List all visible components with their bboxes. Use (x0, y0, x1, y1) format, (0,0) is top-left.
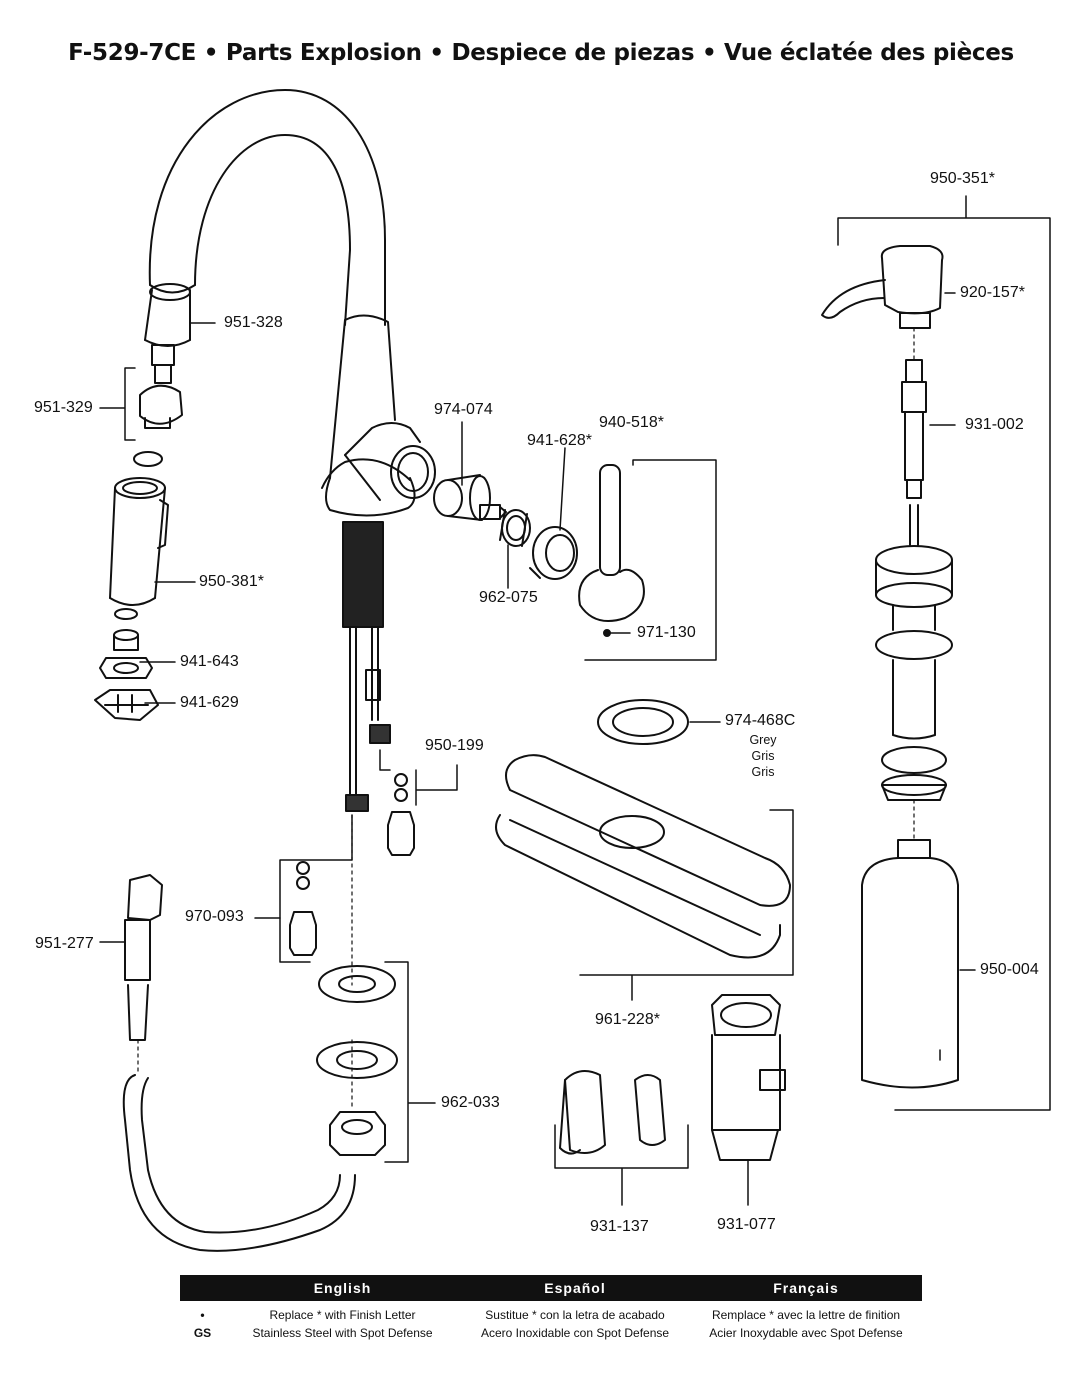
part-931-002 (901, 359, 927, 499)
part-920-157-pump-head (821, 245, 944, 329)
part-931-077-valve (711, 994, 786, 1161)
label-970-093: 970-093 (185, 908, 244, 925)
part-941-643 (99, 608, 153, 679)
label-931-002: 931-002 (965, 416, 1024, 433)
label-950-199: 950-199 (425, 737, 484, 754)
label-974-468C: 974-468C (725, 712, 796, 729)
legend-espanol: Acero Inoxidable con Spot Defense (480, 1326, 670, 1340)
label-941-643: 941-643 (180, 653, 239, 670)
page-title: F-529-7CE • Parts Explosion • Despiece d… (68, 40, 1014, 66)
part-951-328 (144, 283, 191, 347)
part-950-004-bottle (861, 839, 959, 1089)
label-950-381: 950-381* (199, 573, 264, 590)
faucet-body (321, 314, 436, 517)
part-974-468C (597, 699, 689, 745)
label-941-628: 941-628* (527, 432, 592, 449)
part-971-130-handle (578, 464, 645, 637)
part-951-329 (133, 344, 183, 467)
label-931-077: 931-077 (717, 1216, 776, 1233)
part-970-093 (289, 861, 317, 956)
label-941-629: 941-629 (180, 694, 239, 711)
part-941-628 (529, 526, 578, 580)
legend-francais: Remplace * avec la lettre de finition (711, 1308, 901, 1322)
label-962-075: 962-075 (479, 589, 538, 606)
leader-lines (99, 195, 1051, 1206)
legend-key: • (200, 1308, 205, 1322)
label-940-518: 940-518* (599, 414, 664, 431)
label-950-351: 950-351* (930, 170, 995, 187)
legend-english: Stainless Steel with Spot Defense (252, 1326, 433, 1340)
label-961-228: 961-228* (595, 1011, 660, 1028)
label-951-328: 951-328 (224, 314, 283, 331)
legend-header-english: English (313, 1280, 372, 1296)
dashed-guides (137, 327, 915, 1111)
label-grey: Grey (749, 733, 777, 747)
legend-table: English Español Français • Replace * wit… (180, 1275, 922, 1342)
label-951-329: 951-329 (34, 399, 93, 416)
faucet-spout (148, 89, 386, 326)
label-974-074: 974-074 (434, 401, 493, 418)
label-gris-es: Gris (751, 749, 775, 763)
label-931-137: 931-137 (590, 1218, 649, 1235)
legend-header-espanol: Español (544, 1280, 606, 1296)
label-gris-fr: Gris (751, 765, 775, 779)
legend-row: GS Stainless Steel with Spot Defense Ace… (180, 1324, 922, 1342)
label-971-130: 971-130 (637, 624, 696, 641)
legend-english: Replace * with Finish Letter (269, 1308, 416, 1322)
legend-key: GS (193, 1326, 212, 1340)
part-950-381 (109, 477, 169, 606)
legend-header-francais: Français (773, 1280, 839, 1296)
part-961-228-deckplate (495, 754, 791, 959)
legend-francais: Acier Inoxydable avec Spot Defense (709, 1326, 903, 1340)
part-962-075 (499, 509, 531, 547)
part-931-137 (559, 1070, 666, 1155)
part-941-629 (94, 689, 159, 721)
label-950-004: 950-004 (980, 961, 1039, 978)
legend-row: • Replace * with Finish Letter Sustitue … (180, 1306, 922, 1324)
legend-header: English Español Français (180, 1275, 922, 1301)
legend-espanol: Sustitue * con la letra de acabado (485, 1308, 665, 1322)
label-920-157: 920-157* (960, 284, 1025, 301)
part-962-033 (316, 965, 398, 1156)
label-962-033: 962-033 (441, 1094, 500, 1111)
threaded-shank (342, 521, 391, 812)
part-974-074 (433, 474, 507, 521)
label-951-277: 951-277 (35, 935, 94, 952)
part-951-277 (122, 874, 356, 1252)
part-950-199 (387, 773, 415, 856)
soap-body-assembly (875, 504, 953, 801)
